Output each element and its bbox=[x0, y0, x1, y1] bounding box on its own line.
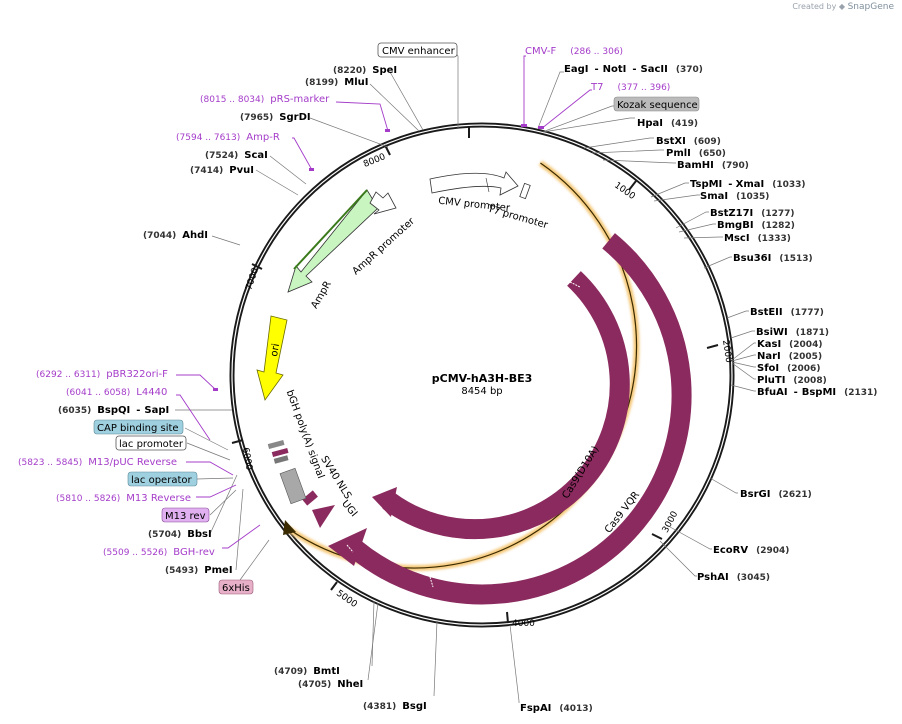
cap-site-label: CAP binding site bbox=[97, 423, 179, 434]
ampr-arrow[interactable] bbox=[287, 189, 379, 293]
his6-label: 6xHis bbox=[222, 583, 250, 594]
ampr-promoter-arrow[interactable] bbox=[369, 191, 397, 215]
ori-label: ori bbox=[269, 343, 282, 358]
site-hpai[interactable]: HpaI(419) bbox=[637, 118, 698, 129]
site-spei[interactable]: (8220)SpeI bbox=[333, 65, 397, 76]
site-msci[interactable]: MscI(1333) bbox=[724, 233, 791, 244]
site-pmei[interactable]: (5493)PmeI bbox=[165, 565, 233, 576]
right-site-leaders bbox=[509, 71, 756, 703]
primer-amp-r[interactable]: (7594 .. 7613)Amp-R bbox=[176, 132, 280, 143]
boxed-feature-m13-rev[interactable]: M13 rev bbox=[161, 489, 237, 523]
primer-marks bbox=[213, 124, 544, 391]
site-ecorv[interactable]: EcoRV(2904) bbox=[713, 545, 789, 556]
boxed-feature-lac-operator[interactable]: lac operator bbox=[127, 471, 234, 487]
site-bmgbi[interactable]: BmgBI(1282) bbox=[717, 220, 795, 231]
tick-label-4000: 4000 bbox=[512, 619, 535, 629]
boxed-feature-lac-promoter[interactable]: lac promoter bbox=[115, 435, 231, 461]
tick-label-7000: 7000 bbox=[244, 266, 261, 291]
primer-t7[interactable]: T7(377 .. 396) bbox=[590, 82, 670, 93]
tick-label-6000: 6000 bbox=[240, 447, 254, 472]
site-bsgi[interactable]: (4381)BsgI bbox=[363, 701, 427, 712]
tick-label-2000: 2000 bbox=[720, 339, 733, 363]
sv40-nls-box[interactable] bbox=[302, 490, 318, 506]
site-bsteii[interactable]: BstEII(1777) bbox=[750, 307, 824, 318]
site-mlui[interactable]: (8199)MluI bbox=[305, 77, 369, 88]
site-bsiwi[interactable]: BsiWI(1871) bbox=[756, 327, 829, 338]
plasmid-size: 8454 bp bbox=[461, 386, 502, 397]
primer-leaders bbox=[176, 55, 592, 549]
bgh-polya-label: bGH poly(A) signal bbox=[284, 389, 326, 480]
m13-rev-label: M13 rev bbox=[165, 511, 206, 522]
cas9-vqr-arrowhead bbox=[328, 528, 367, 566]
cmv-promoter-arrow[interactable] bbox=[429, 171, 519, 196]
cas9-d10a-arc[interactable] bbox=[382, 271, 630, 540]
left-site-leaders bbox=[175, 51, 459, 697]
t7-promoter-label: T7 promoter bbox=[485, 203, 549, 231]
site-bspqi-sapi[interactable]: (6035)BspQI-SapI bbox=[58, 405, 169, 416]
cas9-d10a-arrowhead bbox=[372, 487, 397, 517]
boxed-feature-6xhis[interactable]: 6xHis bbox=[218, 539, 270, 595]
ampr-strand-line bbox=[293, 189, 368, 270]
boxed-feature-cmv-enhancer[interactable]: CMV enhancer bbox=[377, 42, 458, 58]
site-pluti[interactable]: PluTI(2008) bbox=[757, 375, 827, 386]
site-bfuai-bspmi[interactable]: BfuAI-BspMI(2131) bbox=[757, 387, 877, 398]
site-bmti[interactable]: (4709)BmtI bbox=[274, 666, 340, 677]
snapgene-logo-icon: ◆ bbox=[838, 2, 846, 11]
site-sfoi[interactable]: SfoI(2006) bbox=[757, 363, 820, 374]
snapgene-watermark: Created by ◆ SnapGene bbox=[792, 2, 894, 12]
ori-arrow[interactable] bbox=[256, 315, 288, 401]
site-bsrgi[interactable]: BsrGI(2621) bbox=[740, 489, 812, 500]
primer-m13-puc-reverse[interactable]: (5823 .. 5845)M13/pUC Reverse bbox=[18, 457, 177, 468]
primer-m13-reverse[interactable]: (5810 .. 5826)M13 Reverse bbox=[56, 493, 191, 504]
plasmid-name: pCMV-hA3H-BE3 bbox=[432, 372, 533, 385]
site-bamhi[interactable]: BamHI(790) bbox=[677, 160, 749, 171]
site-nhei[interactable]: (4705)NheI bbox=[298, 679, 363, 690]
ugi-label: UGI bbox=[339, 498, 359, 519]
site-pshai[interactable]: PshAI(3045) bbox=[697, 572, 770, 583]
site-smai[interactable]: SmaI(1035) bbox=[700, 191, 769, 202]
cmv-enhancer-label: CMV enhancer bbox=[382, 46, 456, 57]
site-sgrdi[interactable]: (7965)SgrDI bbox=[240, 112, 311, 123]
site-bbsi[interactable]: (5704)BbsI bbox=[148, 529, 212, 540]
backbone-ticks bbox=[231, 126, 719, 624]
site-pvui[interactable]: (7414)PvuI bbox=[190, 165, 254, 176]
t7-promoter-box[interactable] bbox=[519, 182, 531, 200]
site-bsu36i[interactable]: Bsu36I(1513) bbox=[733, 253, 813, 264]
site-kasi[interactable]: KasI(2004) bbox=[757, 339, 822, 350]
watermark-brand: SnapGene bbox=[847, 2, 894, 12]
orf-arrowhead bbox=[283, 520, 296, 535]
ampr-label: AmpR bbox=[309, 279, 333, 310]
lac-promoter-label: lac promoter bbox=[119, 439, 184, 450]
lac-operator-label: lac operator bbox=[131, 475, 192, 486]
site-tspmi-xmai[interactable]: TspMI-XmaI(1033) bbox=[690, 179, 806, 190]
primer-cmv-f[interactable]: CMV-F(286 .. 306) bbox=[525, 46, 623, 57]
site-pmli[interactable]: PmlI(650) bbox=[666, 148, 726, 159]
bgh-polya-box[interactable] bbox=[279, 467, 307, 505]
plasmid-backbone bbox=[229, 122, 735, 628]
boxed-feature-cap-site[interactable]: CAP binding site bbox=[93, 419, 229, 451]
boxed-feature-kozak[interactable]: Kozak sequence bbox=[544, 96, 700, 132]
ugi-arrow[interactable] bbox=[312, 505, 335, 528]
kozak-label: Kozak sequence bbox=[617, 100, 698, 111]
site-ahdi[interactable]: (7044)AhdI bbox=[143, 230, 208, 241]
site-bstz17i[interactable]: BstZ17I(1277) bbox=[710, 208, 795, 219]
site-scai[interactable]: (7524)ScaI bbox=[205, 150, 268, 161]
primer-l4440[interactable]: (6041 .. 6058)L4440 bbox=[66, 387, 167, 398]
primer-bgh-rev[interactable]: (5509 .. 5526)BGH-rev bbox=[103, 547, 215, 558]
watermark-prefix: Created by bbox=[792, 2, 837, 11]
cas9-vqr-arc[interactable] bbox=[349, 233, 692, 605]
primer-prs-marker[interactable]: (8015 .. 8034)pRS-marker bbox=[200, 94, 330, 105]
site-fspai[interactable]: FspAI(4013) bbox=[520, 703, 593, 714]
primer-pbr322ori-f[interactable]: (6292 .. 6311)pBR322ori-F bbox=[36, 369, 168, 380]
sv40-nls-label: SV40 NLS bbox=[318, 454, 353, 501]
site-nari[interactable]: NarI(2005) bbox=[757, 351, 822, 362]
site-eagi-notI-sacii[interactable]: EagI-NotI-SacII(370) bbox=[564, 64, 703, 75]
site-bstxi[interactable]: BstXI(609) bbox=[656, 136, 721, 147]
